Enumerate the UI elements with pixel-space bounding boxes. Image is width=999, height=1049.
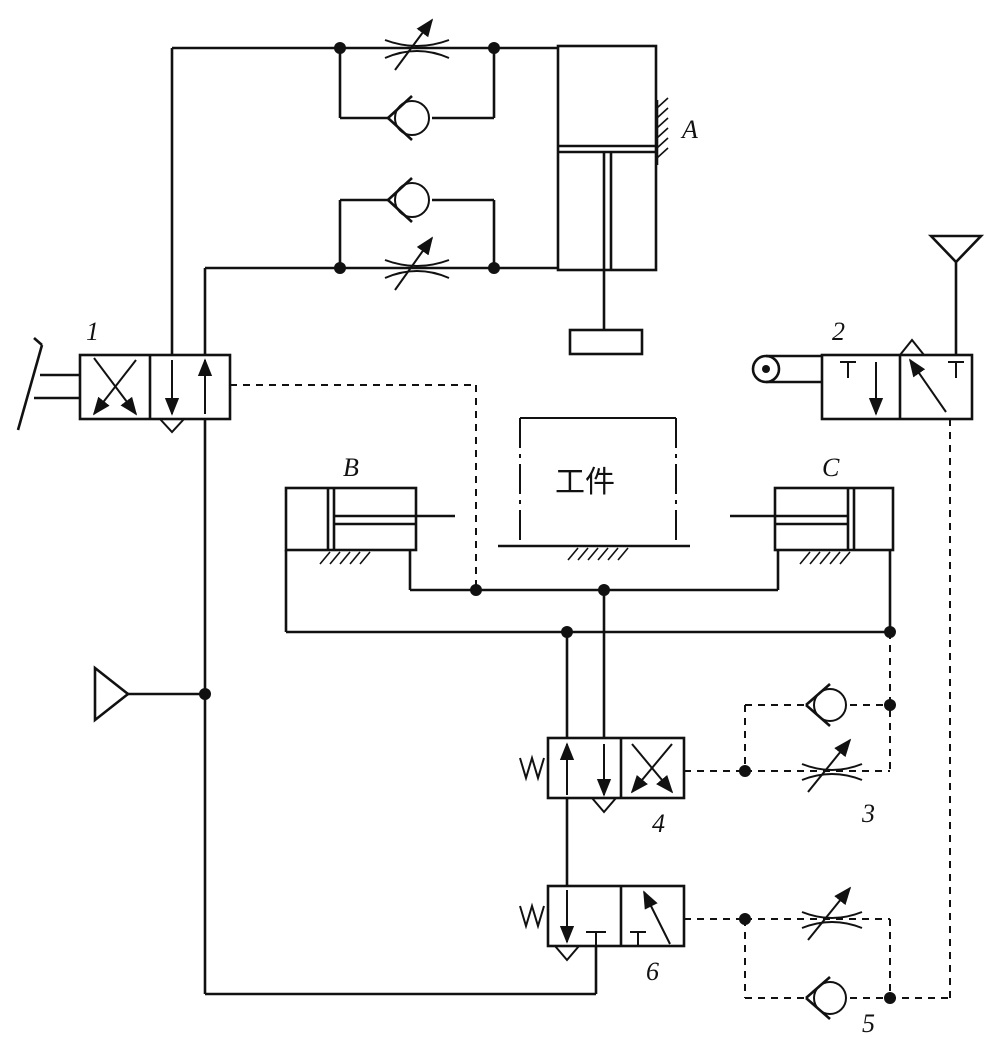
lower-throttle-check-valve: [205, 177, 558, 291]
label-throttle-3: 3: [861, 799, 875, 828]
label-cylinder-c: C: [822, 453, 840, 482]
label-cylinder-b: B: [343, 453, 359, 482]
throttle-check-5: 5: [684, 886, 950, 1038]
cylinder-b: B: [284, 453, 455, 565]
valve-6: 6: [519, 884, 686, 986]
label-workpiece: 工件: [555, 465, 615, 500]
valve-1: 1: [16, 48, 477, 590]
air-source-left: [93, 419, 598, 996]
label-valve-1: 1: [86, 317, 99, 346]
label-cylinder-a: A: [680, 115, 698, 144]
upper-throttle-check-valve: [172, 18, 558, 141]
label-valve-2: 2: [832, 317, 845, 346]
label-valve-4: 4: [652, 809, 665, 838]
throttle-check-3: 3: [684, 632, 896, 828]
bc-piping: [284, 550, 896, 638]
workpiece: 工件: [498, 417, 690, 561]
valve-4: 4: [519, 590, 686, 886]
cylinder-c: C: [730, 453, 895, 565]
label-valve-6: 6: [646, 957, 659, 986]
valve-2: 2: [751, 234, 985, 1000]
label-throttle-5: 5: [862, 1009, 875, 1038]
cylinder-a: A: [556, 44, 698, 356]
